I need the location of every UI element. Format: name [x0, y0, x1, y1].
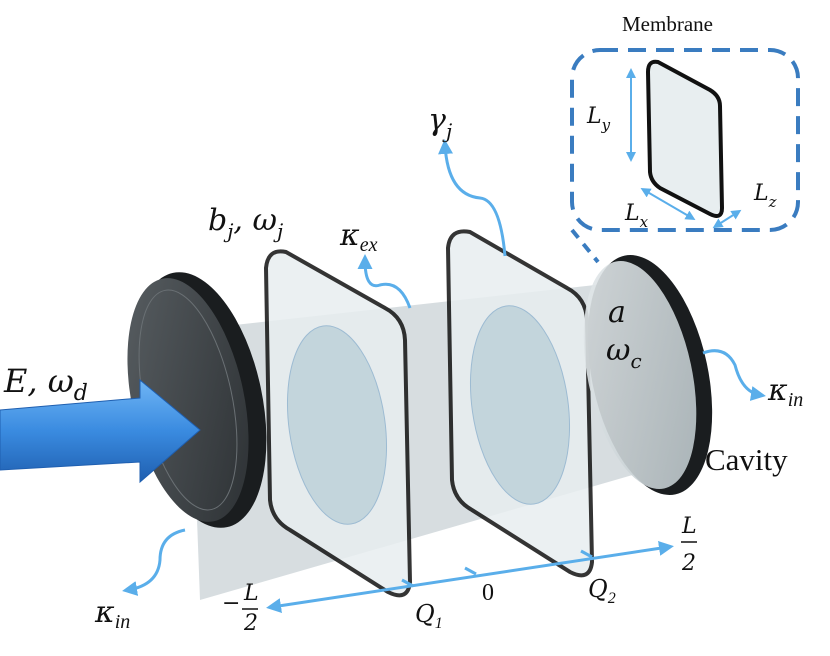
inset-dashed-border	[570, 48, 800, 232]
gamma-arrow	[438, 139, 507, 257]
axis-q1-label: Q	[415, 600, 435, 628]
axis-q2-label: Q	[588, 575, 608, 603]
svg-text:bj, ωj: bj, ωj	[208, 203, 283, 243]
svg-text:κex: κex	[339, 218, 378, 256]
svg-text:E, ωd: E, ωd	[3, 362, 88, 406]
drive-beam-arrow	[0, 378, 201, 484]
cavity-mode-label: a	[608, 295, 626, 330]
kappa-in-right-label: κ	[767, 373, 788, 408]
kappa-ex-label: κ	[339, 218, 360, 253]
axis-left-sign: −	[222, 591, 240, 616]
svg-text:ωc: ωc	[606, 333, 642, 373]
membrane-mode-label: b	[208, 203, 227, 238]
svg-text:Q2: Q2	[588, 575, 616, 607]
cavity-label: Cavity	[705, 442, 788, 477]
axis-right-num: L	[681, 514, 697, 539]
axis-line	[266, 540, 674, 614]
inset-membrane	[645, 59, 725, 218]
ly-label: L	[586, 104, 602, 129]
axis-zero-label: 0	[482, 580, 494, 606]
tick-zero	[464, 566, 477, 576]
svg-text:Lx: Lx	[624, 201, 649, 231]
inset-title: Membrane	[622, 12, 713, 36]
membrane-inset: Membrane Ly Lx Lz	[570, 12, 800, 264]
right-mirror	[583, 255, 713, 495]
kappa-in-left-arrow	[122, 528, 186, 596]
lz-arrow	[712, 209, 742, 229]
tick-q1	[401, 578, 414, 588]
membrane-1	[263, 249, 413, 598]
kappa-ex-arrow	[357, 254, 412, 309]
lx-label: L	[624, 201, 640, 226]
kappa-in-right-arrow	[702, 349, 766, 401]
svg-text:κin: κin	[94, 595, 130, 633]
axis-right-den: 2	[681, 551, 696, 576]
svg-text:Ly: Ly	[586, 104, 611, 134]
cavity-freq-label: ω	[606, 333, 630, 368]
membrane-2	[445, 229, 595, 578]
svg-text:Lz: Lz	[753, 181, 777, 211]
kappa-in-left-label: κ	[94, 595, 115, 630]
svg-text:γj: γj	[428, 103, 452, 143]
position-axis: − L 2 L 2 0 Q1 Q2	[222, 514, 697, 636]
lz-label: L	[753, 181, 769, 206]
drive-label: E, ω	[3, 362, 74, 400]
lx-arrow	[640, 187, 696, 221]
tick-q2	[580, 549, 593, 559]
axis-left-num: L	[243, 581, 259, 606]
svg-text:Q1: Q1	[415, 600, 443, 632]
svg-text:κin: κin	[767, 373, 803, 411]
gamma-label: γ	[428, 103, 446, 138]
axis-left-den: 2	[243, 611, 258, 636]
